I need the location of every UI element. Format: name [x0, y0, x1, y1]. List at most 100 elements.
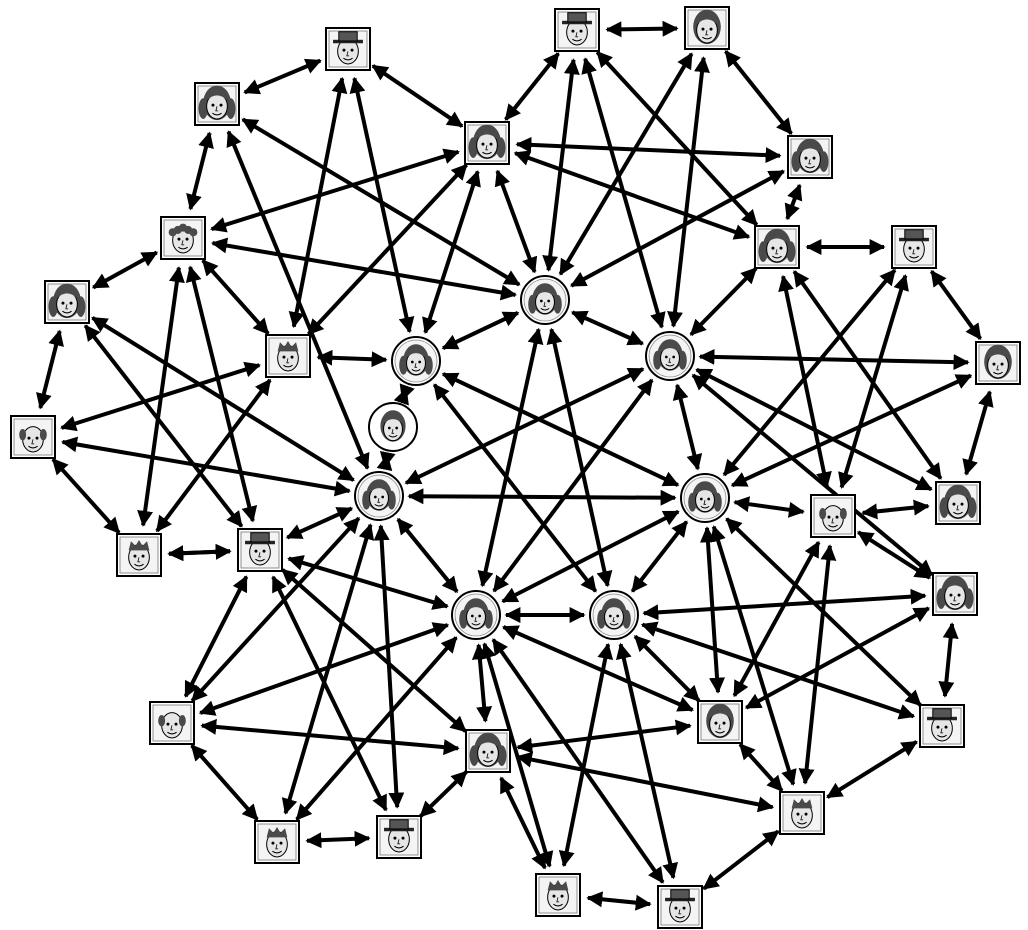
edge-s14-s15: [929, 270, 983, 340]
edge-s4-s8: [83, 324, 244, 528]
face-pigtails: [198, 85, 236, 121]
person-avatar-icon: [680, 473, 730, 523]
edge-s11-c1: [494, 169, 538, 274]
node-s26[interactable]: [535, 873, 581, 917]
face-pigtails: [528, 283, 562, 315]
node-s4[interactable]: [44, 280, 90, 324]
node-s20[interactable]: [465, 729, 511, 773]
face-hat: [384, 819, 414, 853]
node-c2[interactable]: [391, 336, 441, 386]
node-c6[interactable]: [451, 590, 501, 640]
person-portrait-icon: [265, 334, 311, 378]
edge-s20-s21: [516, 719, 692, 754]
node-s2[interactable]: [194, 82, 240, 126]
face-spiky: [266, 827, 288, 858]
face-pigtails: [758, 228, 796, 264]
person-portrait-icon: [657, 885, 703, 929]
edge-s14-s17: [838, 274, 909, 489]
node-s18[interactable]: [932, 572, 978, 616]
person-portrait-icon: [810, 494, 856, 538]
person-portrait-icon: [975, 341, 1021, 385]
edge-c3-s15: [698, 348, 970, 371]
face-pigtails: [791, 138, 829, 174]
edge-s19-c6: [198, 622, 450, 716]
node-s1[interactable]: [325, 27, 371, 71]
edge-c1-c2: [441, 310, 520, 351]
edge-s24-s25: [305, 830, 371, 849]
edge-c4-c6: [396, 518, 459, 593]
face-pigtails: [936, 575, 974, 611]
edge-s7-s8: [167, 543, 232, 562]
node-m1[interactable]: [368, 402, 418, 452]
edge-s5-c2: [316, 349, 388, 368]
node-s10[interactable]: [684, 6, 730, 50]
face-spiky: [791, 798, 813, 829]
node-s14[interactable]: [891, 225, 937, 269]
edge-s10-c1: [558, 52, 694, 276]
node-s23[interactable]: [779, 791, 825, 835]
node-c7[interactable]: [589, 590, 639, 640]
person-portrait-icon: [376, 815, 422, 859]
node-s7[interactable]: [116, 533, 162, 577]
node-s13[interactable]: [754, 225, 800, 269]
person-portrait-icon: [932, 572, 978, 616]
edge-s21-s23: [738, 742, 784, 793]
node-c3[interactable]: [645, 331, 695, 381]
edge-c6-s24: [295, 636, 458, 821]
edge-s10-c3: [667, 56, 710, 328]
face-spiky: [547, 880, 569, 911]
node-s17[interactable]: [810, 494, 856, 538]
edge-c5-s22: [725, 517, 922, 707]
node-c1[interactable]: [520, 275, 570, 325]
face-bald: [158, 712, 186, 739]
edge-c4-s8: [285, 506, 354, 540]
node-s5[interactable]: [265, 334, 311, 378]
node-c5[interactable]: [680, 473, 730, 523]
node-s15[interactable]: [975, 341, 1021, 385]
person-portrait-icon: [237, 528, 283, 572]
face-bald: [19, 426, 47, 453]
node-s19[interactable]: [149, 701, 195, 745]
edge-s17-s18: [856, 530, 932, 580]
node-s25[interactable]: [376, 815, 422, 859]
node-s11[interactable]: [464, 121, 510, 165]
edge-s4-s6: [36, 329, 64, 410]
face-pigtails: [468, 124, 506, 160]
edge-s9-c3: [581, 57, 666, 329]
person-avatar-icon: [645, 331, 695, 381]
edge-s5-s7: [155, 378, 272, 533]
edge-c3-c5: [672, 383, 703, 471]
edge-c7-s26: [558, 642, 614, 868]
node-s21[interactable]: [697, 700, 743, 744]
edge-s20-s25: [419, 770, 468, 818]
node-s3[interactable]: [160, 216, 206, 260]
node-s22[interactable]: [919, 704, 965, 748]
face-bob: [380, 410, 406, 442]
face-pigtails: [362, 479, 396, 511]
person-portrait-icon: [891, 225, 937, 269]
person-portrait-icon: [160, 216, 206, 260]
edge-c5-c7: [630, 520, 689, 593]
face-pigtails: [597, 598, 631, 630]
node-s24[interactable]: [254, 820, 300, 864]
node-s12[interactable]: [787, 135, 833, 179]
node-s27[interactable]: [657, 885, 703, 929]
person-portrait-icon: [779, 791, 825, 835]
face-spiky: [128, 540, 150, 571]
edge-s19-s24: [190, 744, 259, 821]
edge-s3-s5: [201, 259, 270, 335]
edge-c6-s8: [287, 555, 449, 610]
edge-s15-s16: [962, 390, 994, 476]
node-s16[interactable]: [935, 481, 981, 525]
node-s8[interactable]: [237, 528, 283, 572]
node-s9[interactable]: [554, 8, 600, 52]
person-avatar-icon: [520, 275, 570, 325]
edge-s11-s12: [515, 136, 782, 164]
edge-s3-s7: [137, 266, 185, 527]
person-portrait-icon: [325, 27, 371, 71]
node-s6[interactable]: [10, 415, 56, 459]
node-c4[interactable]: [354, 471, 404, 521]
person-portrait-icon: [10, 415, 56, 459]
edge-s3-c1: [211, 237, 517, 301]
